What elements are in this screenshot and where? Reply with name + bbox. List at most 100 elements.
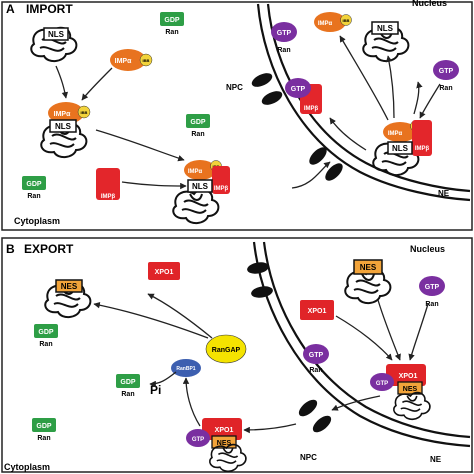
panel-b-title: EXPORT xyxy=(24,242,74,256)
ran-gdp: GDP Ran xyxy=(186,114,210,138)
ran-label: Ran xyxy=(425,301,438,308)
npc-pore xyxy=(251,73,273,87)
imp-beta-label: IMPβ xyxy=(304,106,319,112)
imp-beta: IMPβ xyxy=(96,168,120,200)
ran-label: Ran xyxy=(27,193,40,200)
gdp-label: GDP xyxy=(38,329,54,336)
panel-b-membrane-inner xyxy=(262,241,471,439)
gtp-label: GTP xyxy=(277,30,292,37)
ran-gtp: GTP Ran xyxy=(303,344,329,374)
nls-label: NLS xyxy=(392,144,409,153)
nes-cargo-nucleus: NES xyxy=(344,259,392,305)
nls-label: NLS xyxy=(48,30,65,39)
npc-pore xyxy=(309,147,327,165)
imp-alpha-label: IMPα xyxy=(54,111,71,118)
import-complex-nucleus: IMPα IBB IMPβ NLS xyxy=(372,120,432,177)
rangap-label: RanGAP xyxy=(212,347,241,354)
panel-b-nucleus-label: Nucleus xyxy=(410,244,445,254)
ran-label: Ran xyxy=(439,85,452,92)
ran-gdp: GDP Ran xyxy=(34,324,58,348)
imp-alpha-label: IMPα xyxy=(388,131,403,137)
imp-beta-label: IMPβ xyxy=(415,146,430,152)
npc-pore xyxy=(312,415,332,433)
gdp-label: GDP xyxy=(164,17,180,24)
nls-label: NLS xyxy=(377,24,394,33)
ran-label: Ran xyxy=(191,131,204,138)
xpo1-label: XPO1 xyxy=(155,269,174,276)
gtp-label: GTP xyxy=(309,352,324,359)
panel-a-letter: A xyxy=(6,2,15,16)
export-complex-nucleus: XPO1 GTP NES xyxy=(370,364,431,421)
panel-a-ne-label: NE xyxy=(438,189,450,198)
nls-cargo-nucleus: NLS xyxy=(362,21,410,63)
panel-a-nucleus-label: Nucleus xyxy=(412,0,447,8)
panel-export: B EXPORT Nucleus Cytoplasm NPC NE NES XP… xyxy=(1,237,473,473)
panel-a-cytoplasm-label: Cytoplasm xyxy=(14,216,60,226)
panel-a-arrows xyxy=(55,35,441,190)
gdp-label: GDP xyxy=(190,119,206,126)
panel-a-title: IMPORT xyxy=(26,2,73,16)
ran-label: Ran xyxy=(277,47,290,54)
ran-label: Ran xyxy=(309,367,322,374)
ranbp1: RanBP1 xyxy=(171,359,201,377)
npc-pore xyxy=(247,262,269,274)
npc-pore xyxy=(298,399,318,417)
imp-alpha-label: IMPα xyxy=(115,58,132,65)
export-complex-cytoplasm: XPO1 GTP NES xyxy=(186,418,247,473)
nes-label: NES xyxy=(403,386,418,393)
panel-b-npc-label: NPC xyxy=(300,453,317,462)
imp-alpha-ibb: IMPα IBB xyxy=(110,49,153,71)
panel-b-cytoplasm-label: Cytoplasm xyxy=(4,462,50,472)
gtp-label: GTP xyxy=(291,86,306,93)
rangap: RanGAP xyxy=(205,334,247,364)
ran-gdp: GDP Ran xyxy=(116,374,140,398)
panel-b-letter: B xyxy=(6,242,15,256)
panel-a-membrane-outer xyxy=(256,3,471,202)
ran-label: Ran xyxy=(37,435,50,442)
nes-label: NES xyxy=(61,282,78,291)
ran-label: Ran xyxy=(121,391,134,398)
gtp-label: GTP xyxy=(376,381,388,387)
imp-alpha-ibb-nucleus: IMPα IBB xyxy=(314,12,352,32)
nes-label: NES xyxy=(217,440,232,447)
panel-a-npc-label: NPC xyxy=(226,83,243,92)
imp-alpha-label: IMPα xyxy=(188,169,203,175)
nls-cargo: NLS xyxy=(30,26,78,63)
ran-label: Ran xyxy=(39,341,52,348)
imp-alpha-label: IMPα xyxy=(318,21,333,27)
imp-beta-label: IMPβ xyxy=(101,194,116,200)
ran-gtp: GTP Ran xyxy=(433,60,459,92)
nls-imp-alpha-complex: IMPα IBB NLS xyxy=(40,102,91,159)
panel-a-border xyxy=(1,1,473,231)
ranbp1-label: RanBP1 xyxy=(176,366,195,372)
panel-b-arrows xyxy=(93,293,429,434)
gdp-label: GDP xyxy=(120,379,136,386)
nes-label: NES xyxy=(360,263,377,272)
panel-b-ne-label: NE xyxy=(430,455,442,464)
xpo1-label: XPO1 xyxy=(399,373,418,380)
panel-import: A IMPORT Nucleus Cytoplasm NPC NE NLS GD… xyxy=(1,0,473,231)
ran-gdp: GDP Ran xyxy=(160,12,184,36)
ran-gdp: GDP Ran xyxy=(22,176,46,200)
nes-cargo-cytoplasm: NES xyxy=(44,279,92,319)
npc-pore xyxy=(325,163,343,181)
xpo1: XPO1 xyxy=(148,262,180,280)
xpo1: XPO1 xyxy=(300,300,334,320)
gtp-label: GTP xyxy=(192,437,204,443)
gtp-label: GTP xyxy=(439,68,454,75)
gtp-label: GTP xyxy=(425,284,440,291)
ran-gtp: GTP Ran xyxy=(419,276,445,308)
import-complex-cytoplasm: IMPα IBB IMPβ NLS xyxy=(172,160,230,225)
npc-pore xyxy=(251,286,273,298)
npc-pore xyxy=(261,91,283,105)
gdp-label: GDP xyxy=(26,181,42,188)
ibb-label: IBB xyxy=(143,58,150,63)
ran-gtp: GTP Ran xyxy=(271,22,297,54)
ran-gtp-imp-beta: IMPβ GTP xyxy=(285,78,322,114)
ran-gdp: GDP Ran xyxy=(32,418,56,442)
ibb-label: IBB xyxy=(343,18,350,23)
nls-label: NLS xyxy=(192,182,209,191)
nls-label: NLS xyxy=(55,122,72,131)
